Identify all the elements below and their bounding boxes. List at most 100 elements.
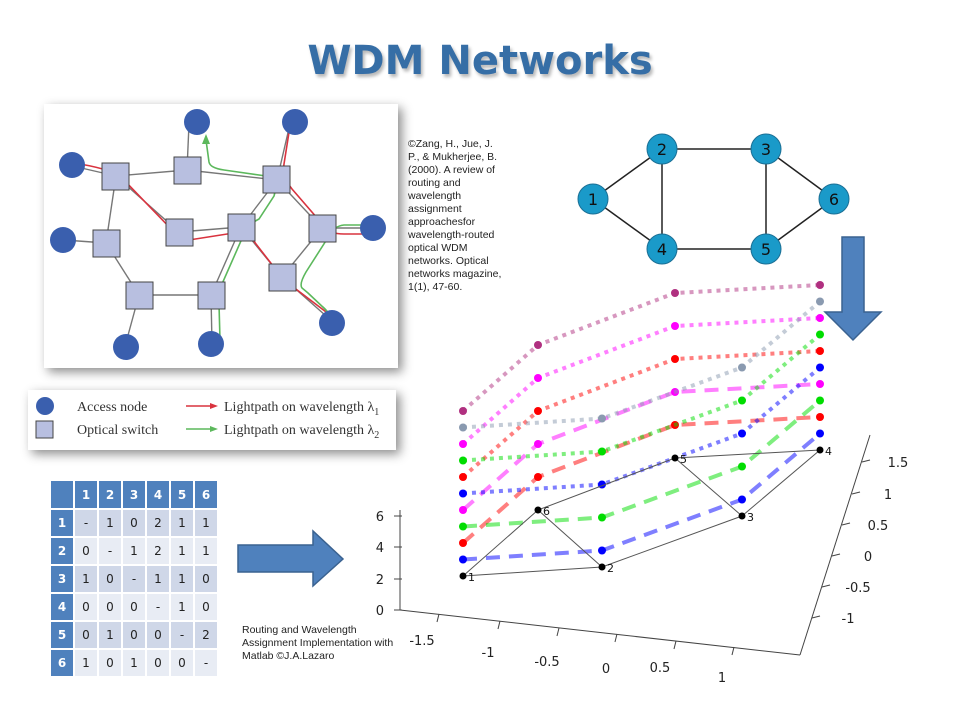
layer-path <box>461 382 821 512</box>
topology-node-circle <box>750 133 782 165</box>
layer-node-marker <box>738 495 746 504</box>
layer-node-marker <box>738 429 746 438</box>
matrix-column-header: 2 <box>99 481 121 508</box>
x-tick-mark <box>497 620 501 630</box>
x-tick-mark <box>556 627 560 637</box>
access-node <box>113 334 139 360</box>
matrix-cell: 2 <box>147 538 169 564</box>
x-tick-label: -1 <box>482 646 495 661</box>
layer-node-marker <box>598 414 606 423</box>
layer-magenta-dotted <box>459 314 824 448</box>
matrix-column-header: 4 <box>147 481 169 508</box>
legend-access-node: Access node <box>77 400 147 415</box>
matrix-cell: 0 <box>123 594 145 620</box>
x-tick-mark <box>436 613 440 623</box>
matrix-row-header: 4 <box>51 594 73 620</box>
matrix-column-header: 6 <box>195 481 217 508</box>
layer-path <box>461 283 821 413</box>
matrix-row-header: 6 <box>51 650 73 676</box>
z-tick-label: 2 <box>376 573 384 588</box>
z-tick-label: 0 <box>376 604 384 619</box>
plot-wavelength-layers <box>459 281 824 564</box>
matrix-cell: 0 <box>195 594 217 620</box>
layer-node-marker <box>671 322 679 330</box>
matrix-row-header: 5 <box>51 622 73 648</box>
layer-path <box>461 415 821 545</box>
access-node <box>282 109 308 135</box>
right-arrow-icon <box>237 529 345 588</box>
topology-node-label: 2 <box>657 140 667 159</box>
legend-lightpath-lambda1-text: Lightpath on wavelength λ <box>224 400 374 415</box>
base-node-marker <box>598 563 606 571</box>
layer-node-marker <box>816 347 824 355</box>
y-tick-label: 0 <box>864 550 872 565</box>
x-tick-label: 0.5 <box>650 661 671 676</box>
matrix-cell: - <box>123 566 145 592</box>
access-node <box>59 152 85 178</box>
y-axis-line <box>799 434 871 656</box>
topology-node: 3 <box>750 133 782 165</box>
figure-citation: ©Zang, H., Jue, J. P., & Mukherjee, B. (… <box>408 138 502 293</box>
x-tick-mark <box>673 640 677 650</box>
arrowhead-icon <box>202 134 210 144</box>
layer-node-marker <box>459 522 467 531</box>
matrix-cell: 1 <box>195 538 217 564</box>
lambda1-arrowhead-icon <box>210 403 218 409</box>
wdm-network-diagram <box>50 109 386 360</box>
layer-node-marker <box>459 423 467 432</box>
base-edge <box>462 509 539 577</box>
layer-node-marker <box>738 396 746 405</box>
layer-node-marker <box>534 374 542 382</box>
access-node <box>50 227 76 253</box>
base-node-label: 2 <box>607 562 614 575</box>
right-arrow-shape <box>237 529 345 588</box>
layer-grey-dotted <box>459 297 824 432</box>
matrix-cell: 1 <box>99 510 121 536</box>
y-tick-mark <box>821 584 831 588</box>
matrix-cell: 0 <box>195 566 217 592</box>
layer-node-marker <box>459 407 467 415</box>
matrix-column-header: 3 <box>123 481 145 508</box>
matrix-cell: 0 <box>99 594 121 620</box>
layer-node-marker <box>598 513 606 522</box>
topology-node-circle <box>750 233 782 265</box>
optical-switch <box>308 214 337 243</box>
layer-green-dotted <box>459 330 824 465</box>
legend-lightpath-lambda2-text: Lightpath on wavelength λ <box>224 423 374 438</box>
matrix-cell: 2 <box>147 510 169 536</box>
layer-node-marker <box>459 539 467 547</box>
layer-node-marker <box>534 341 542 349</box>
legend-lambda1-subscript: 1 <box>374 407 379 418</box>
topology-node-circle <box>646 133 678 165</box>
figure-legend: Access node Optical switch Lightpath on … <box>28 390 396 450</box>
base-node-label: 3 <box>747 511 754 524</box>
matrix-cell: 1 <box>123 650 145 676</box>
matrix-column-header: 5 <box>171 481 193 508</box>
x-tick-label: 0 <box>602 662 610 677</box>
optical-switch <box>165 218 194 247</box>
layer-node-marker <box>816 297 824 306</box>
layer-purple-dotted <box>459 281 824 415</box>
layer-node-marker <box>738 462 746 471</box>
y-tick-label: -0.5 <box>845 581 870 596</box>
matrix-cell: 0 <box>123 510 145 536</box>
base-edge <box>674 449 821 459</box>
y-tick-mark <box>811 615 821 619</box>
base-edge <box>741 449 821 517</box>
matrix-cell: - <box>195 650 217 676</box>
figure-credit: Routing and Wavelength Assignment Implem… <box>242 624 394 662</box>
matrix-cell: 0 <box>171 650 193 676</box>
topology-node: 1 <box>577 183 609 215</box>
topology-node: 4 <box>646 233 678 265</box>
x-tick-label: -1.5 <box>409 634 434 649</box>
layer-node-marker <box>459 473 467 481</box>
matrix-column-header: 1 <box>75 481 97 508</box>
